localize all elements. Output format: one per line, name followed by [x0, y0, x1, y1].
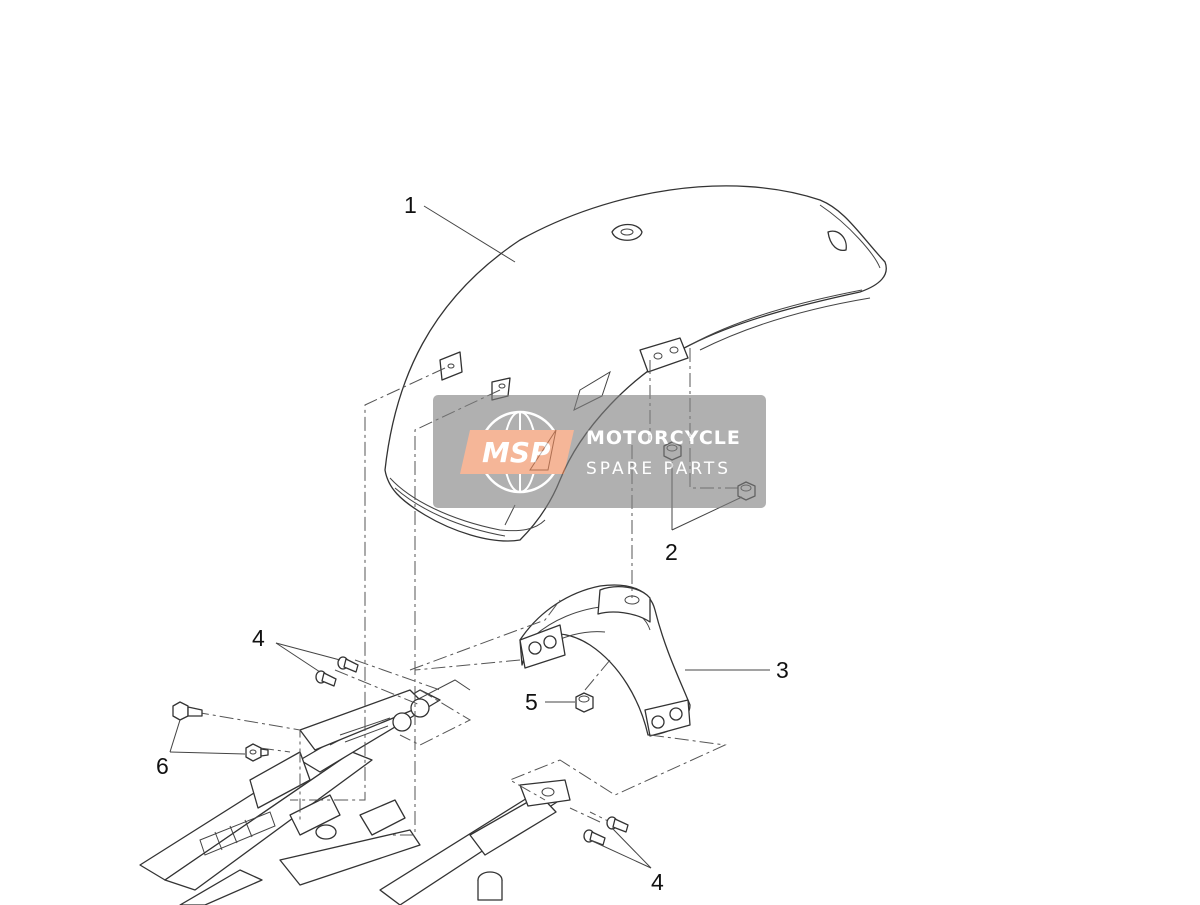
callout-4-upper: 4: [252, 625, 265, 651]
screw-4-upper-a: [337, 656, 359, 673]
assembly-guide-lines: [194, 348, 740, 836]
bolt-6-lower: [245, 743, 269, 762]
watermark: MSP MOTORCYCLE SPARE PARTS: [433, 395, 766, 508]
watermark-box: [433, 395, 766, 508]
mudguard-support-bracket: [519, 584, 691, 737]
screw-4-lower-b: [583, 829, 606, 846]
callout-4-lower: 4: [651, 869, 664, 895]
watermark-line1: MOTORCYCLE: [586, 427, 741, 449]
msp-logo-badge: [460, 430, 574, 474]
callout-1: 1: [404, 192, 417, 218]
screw-4-upper-b: [315, 670, 337, 687]
bolt-6-upper: [172, 701, 203, 721]
watermark-line2: SPARE PARTS: [586, 459, 731, 479]
callout-5: 5: [525, 689, 538, 715]
callout-6: 6: [156, 753, 169, 779]
callout-2: 2: [665, 539, 678, 565]
watermark-logo: MSP: [482, 436, 551, 469]
callout-3: 3: [776, 657, 789, 683]
frame-swingarm: [139, 679, 571, 905]
callout-labels: 1 2 3 4 4 5 6: [156, 192, 789, 895]
nut-5: [575, 692, 594, 713]
screw-4-lower-a: [606, 816, 629, 833]
leader-lines: [169, 205, 770, 869]
